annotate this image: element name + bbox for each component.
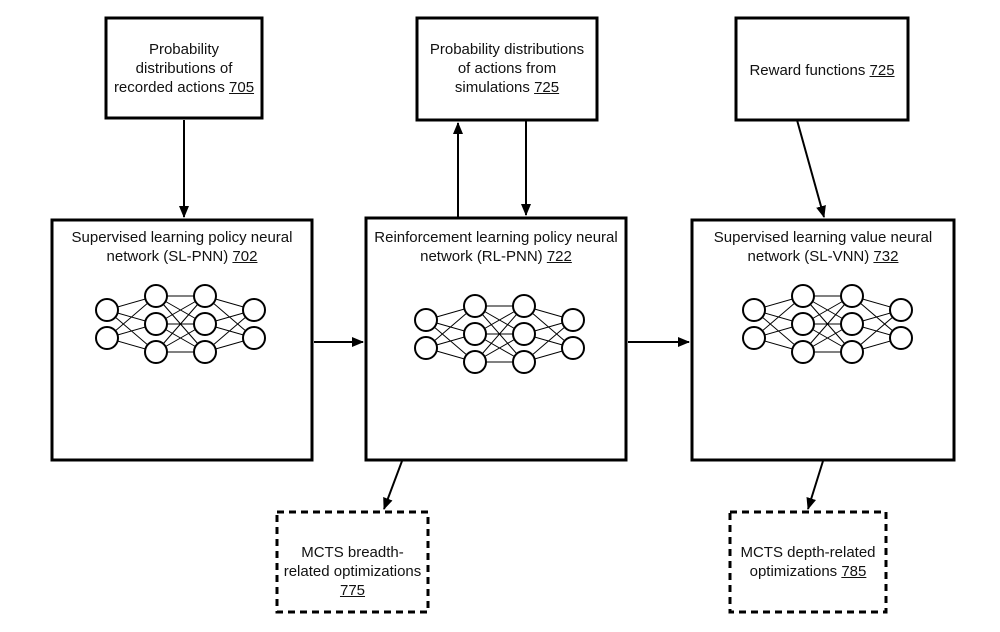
- recorded-actions-ref: 705: [229, 79, 255, 96]
- sl-vnn-network-icon: [742, 284, 913, 364]
- mcts-depth-ref: 785: [841, 563, 867, 580]
- network-node: [889, 326, 913, 350]
- recorded-actions-box: [104, 16, 264, 120]
- reward-functions-label: Reward functions 725: [740, 61, 904, 80]
- reward-functions-box: [734, 16, 910, 122]
- network-node: [144, 312, 168, 336]
- simulation-actions-ref: 725: [534, 79, 560, 96]
- network-node: [791, 284, 815, 308]
- simulation-actions-text: Probability distributions of actions fro…: [429, 41, 585, 96]
- network-node: [463, 350, 487, 374]
- network-node: [512, 350, 536, 374]
- network-node: [791, 312, 815, 336]
- rl-pnn-box: [364, 216, 628, 462]
- arrow-rl-pnn-to-mcts-breadth: [383, 460, 403, 510]
- sl-pnn-network-icon: [95, 284, 266, 364]
- network-node: [193, 284, 217, 308]
- network-node: [144, 284, 168, 308]
- sl-vnn-label: Supervised learning value neural network…: [695, 228, 951, 266]
- network-node: [791, 340, 815, 364]
- mcts-breadth-label: MCTS breadth-related optimizations 775: [281, 543, 424, 600]
- network-node: [561, 308, 585, 332]
- simulation-actions-box: [415, 16, 599, 122]
- network-node: [512, 322, 536, 346]
- network-node: [144, 340, 168, 364]
- mcts-breadth-box: [275, 510, 430, 614]
- sl-pnn-ref: 702: [232, 248, 258, 265]
- mcts-breadth-text: MCTS breadth-related optimizations: [283, 544, 422, 580]
- network-node: [95, 326, 119, 350]
- network-edge: [474, 305, 525, 363]
- mcts-depth-box: [728, 510, 888, 614]
- rl-pnn-text: Reinforcement learning policy neural net…: [374, 229, 618, 265]
- network-node: [742, 326, 766, 350]
- network-node: [193, 340, 217, 364]
- network-node: [414, 308, 438, 332]
- mcts-breadth-ref: 775: [339, 582, 366, 599]
- network-node: [242, 326, 266, 350]
- reward-functions-ref: 725: [869, 62, 895, 79]
- recorded-actions-label: Probability distributions of recorded ac…: [112, 40, 256, 97]
- reward-functions-text: Reward functions: [749, 62, 866, 79]
- rl-pnn-label: Reinforcement learning policy neural net…: [372, 228, 620, 266]
- arrow-sl-vnn-to-mcts-depth: [806, 460, 824, 510]
- mcts-depth-label: MCTS depth-related optimizations 785: [736, 543, 880, 581]
- network-node: [840, 312, 864, 336]
- simulation-actions-label: Probability distributions of actions fro…: [422, 40, 592, 97]
- network-node: [561, 336, 585, 360]
- network-node: [840, 284, 864, 308]
- network-node: [840, 340, 864, 364]
- network-node: [463, 294, 487, 318]
- network-node: [95, 298, 119, 322]
- sl-vnn-text: Supervised learning value neural network…: [713, 229, 933, 265]
- network-node: [742, 298, 766, 322]
- network-node: [463, 322, 487, 346]
- network-node: [193, 312, 217, 336]
- network-node: [242, 298, 266, 322]
- rl-pnn-ref: 722: [546, 248, 572, 265]
- sl-pnn-label: Supervised learning policy neural networ…: [68, 228, 296, 266]
- sl-pnn-text: Supervised learning policy neural networ…: [71, 229, 293, 265]
- network-node: [889, 298, 913, 322]
- recorded-actions-text: Probability distributions of recorded ac…: [113, 41, 233, 96]
- network-node: [512, 294, 536, 318]
- network-node: [414, 336, 438, 360]
- network-edge: [155, 295, 206, 353]
- arrow-reward-to-sl-vnn: [796, 119, 826, 218]
- sl-vnn-ref: 732: [873, 248, 899, 265]
- network-edge: [802, 295, 853, 353]
- mcts-depth-text: MCTS depth-related optimizations: [740, 544, 876, 580]
- rl-pnn-network-icon: [414, 294, 585, 374]
